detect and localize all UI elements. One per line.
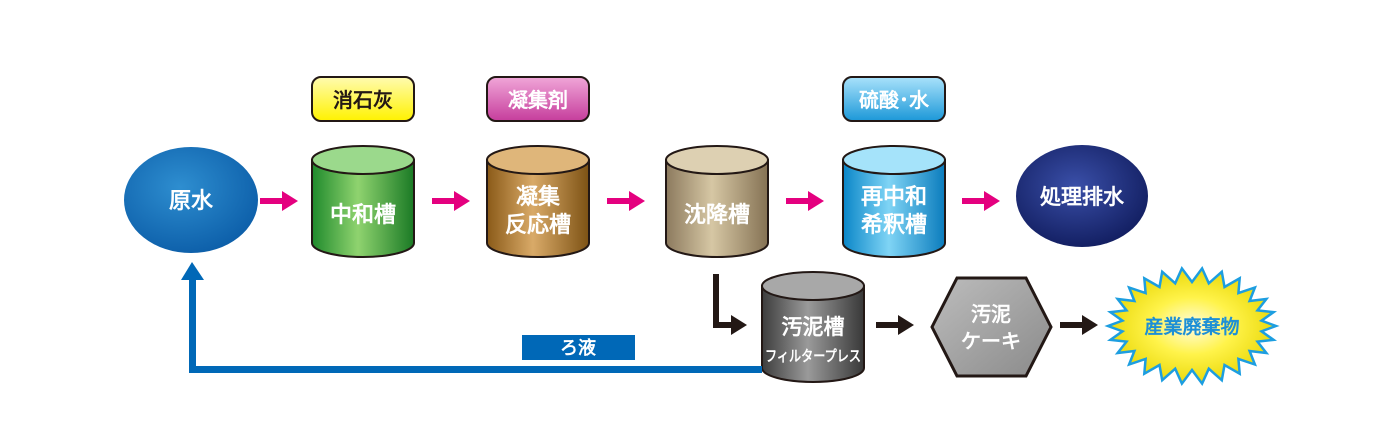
chemical-sulfuric-text: 硫酸･水 xyxy=(859,88,930,112)
coagulation-text-line2: 反応槽 xyxy=(505,212,571,238)
coagulation-text-line1: 凝集 xyxy=(516,184,561,210)
arrow-cake-to-waste xyxy=(1060,315,1098,335)
sludge-cake-text-line1: 汚泥 xyxy=(971,302,1011,326)
reneutralization-text-line2: 希釈槽 xyxy=(861,212,927,238)
chemical-coagulant-text: 凝集剤 xyxy=(508,88,568,112)
arrow-settling-to-reneutralization xyxy=(786,191,824,211)
filtrate-label: ろ液 xyxy=(522,335,635,360)
sludge-cake-node: 汚泥 ケーキ xyxy=(930,276,1053,378)
industrial-waste-node: 産業廃棄物 xyxy=(1104,265,1280,387)
raw-water-text: 原水 xyxy=(169,189,214,214)
chemical-lime-label: 消石灰 xyxy=(311,76,415,122)
neutralization-tank: 中和槽 xyxy=(311,145,415,258)
raw-water-node: 原水 xyxy=(124,147,258,253)
sludge-cake-text-line2: ケーキ xyxy=(961,329,1021,353)
filtrate-text: ろ液 xyxy=(560,337,597,359)
neutralization-text: 中和槽 xyxy=(330,203,396,228)
chemical-sulfuric-label: 硫酸･水 xyxy=(842,76,946,122)
arrow-sludge-to-cake xyxy=(876,315,914,335)
chemical-coagulant-label: 凝集剤 xyxy=(486,76,590,122)
settling-tank: 沈降槽 xyxy=(665,145,769,258)
starburst-shape xyxy=(1104,265,1280,387)
treated-water-text: 処理排水 xyxy=(1040,185,1125,209)
main-flow-arrows xyxy=(260,191,1000,211)
arrow-raw-to-neutralization xyxy=(260,191,298,211)
treated-water-node: 処理排水 xyxy=(1016,145,1148,247)
arrow-settling-to-sludge xyxy=(713,274,747,335)
sludge-text-line2: フィルタープレス xyxy=(765,347,861,365)
arrow-neutralization-to-coagulation xyxy=(432,191,470,211)
reneutralization-text-line1: 再中和 xyxy=(861,185,927,210)
sludge-text-line1: 汚泥槽 xyxy=(782,315,845,339)
sludge-tank: 汚泥槽 フィルタープレス xyxy=(761,271,865,383)
filtrate-return-line xyxy=(181,262,762,373)
settling-text: 沈降槽 xyxy=(684,203,750,228)
industrial-waste-text: 産業廃棄物 xyxy=(1144,315,1239,338)
reneutralization-tank: 再中和 希釈槽 xyxy=(842,145,946,258)
arrow-reneutralization-to-treated xyxy=(962,191,1000,211)
arrow-coagulation-to-settling xyxy=(607,191,645,211)
coagulation-tank: 凝集 反応槽 xyxy=(486,145,590,258)
chemical-lime-text: 消石灰 xyxy=(333,88,393,112)
